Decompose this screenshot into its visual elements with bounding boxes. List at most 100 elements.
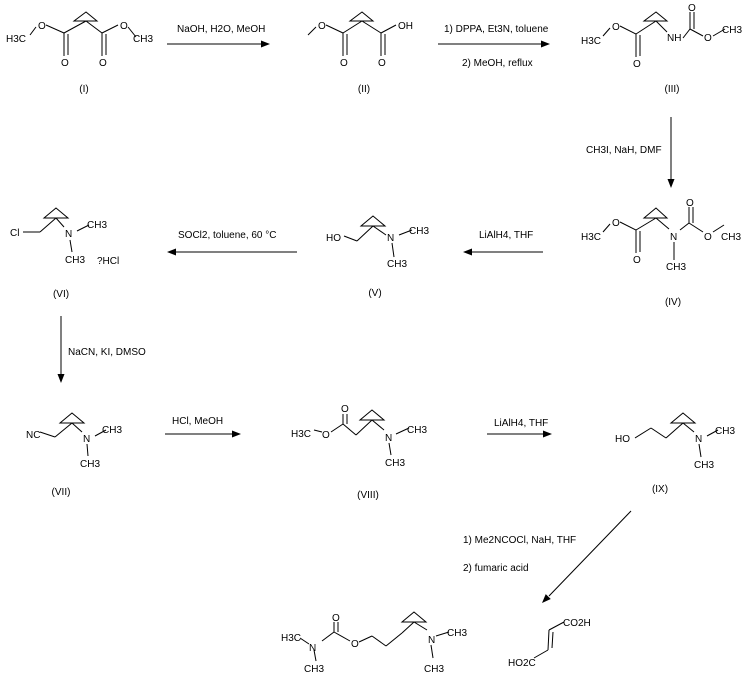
atom-cl: Cl: [10, 228, 19, 239]
atom-ch3: CH3: [304, 664, 324, 675]
atom-nc: NC: [26, 430, 40, 441]
atom-o: O: [61, 58, 69, 69]
product-carbamate-bonds: [299, 611, 450, 662]
atom-n: N: [670, 232, 677, 243]
reagent-text: 1) Me2NCOCl, NaH, THF: [463, 535, 576, 546]
compound-label: (IV): [665, 297, 681, 308]
arrow-step-6: NaCN, KI, DMSO: [57, 316, 146, 383]
atom-ch3: CH3: [102, 425, 122, 436]
atom-ch3: CH3: [722, 25, 742, 36]
atom-ho2c: HO2C: [508, 658, 536, 669]
compound-label: (IX): [652, 484, 668, 495]
atom-co2h: CO2H: [563, 618, 591, 629]
compound-II: O O O OH (II): [307, 11, 413, 95]
atom-o: O: [704, 33, 712, 44]
arrow-step-2: 1) DPPA, Et3N, toluene 2) MeOH, reflux: [438, 24, 550, 69]
compound-I-bonds: [29, 11, 137, 56]
atom-o: O: [341, 404, 349, 415]
compound-label: (VI): [53, 289, 69, 300]
atom-ch3: CH3: [409, 226, 429, 237]
atom-ch3: CH3: [715, 426, 735, 437]
atom-o: O: [340, 58, 348, 69]
atom-n: N: [385, 433, 392, 444]
atom-o: O: [38, 21, 46, 32]
atom-o: O: [688, 3, 696, 14]
reagent-text: SOCl2, toluene, 60 °C: [178, 230, 277, 241]
salt-label: ?HCl: [97, 256, 119, 267]
compound-III: H3C O O NH O O CH3 (III): [581, 3, 742, 95]
atom-o: O: [322, 430, 330, 441]
atom-ch3: CH3: [694, 460, 714, 471]
reagent-text: HCl, MeOH: [172, 416, 223, 427]
atom-ch3: CH3: [387, 259, 407, 270]
compound-label: (VIII): [357, 490, 379, 501]
atom-ch3: CH3: [407, 425, 427, 436]
atom-n: N: [65, 229, 72, 240]
reagent-text: LiAlH4, THF: [479, 230, 533, 241]
compound-V-bonds: [343, 215, 413, 258]
atom-nh: NH: [667, 33, 681, 44]
atom-n: N: [428, 635, 435, 646]
atom-n: N: [387, 233, 394, 244]
compound-label: (I): [79, 84, 88, 95]
atom-o: O: [378, 58, 386, 69]
atom-o: O: [686, 198, 694, 209]
compound-III-bonds: [602, 11, 726, 57]
atom-ch3: CH3: [447, 628, 467, 639]
reagent-text: 2) MeOH, reflux: [462, 58, 533, 69]
arrow-step-7: HCl, MeOH: [165, 416, 241, 438]
atom-ch3: CH3: [424, 664, 444, 675]
compound-VI: Cl N CH3 CH3 ?HCl (VI): [10, 207, 119, 300]
atom-o: O: [99, 58, 107, 69]
compound-label: (V): [368, 288, 381, 299]
atom-o: O: [351, 639, 359, 650]
compound-IX: HO N CH3 CH3 (IX): [615, 412, 735, 495]
reagent-text: 2) fumaric acid: [463, 563, 529, 574]
atom-ch3: CH3: [721, 232, 741, 243]
compound-VII-bonds: [39, 412, 107, 457]
atom-ch3: CH3: [87, 220, 107, 231]
compound-VIII-bonds: [313, 409, 410, 456]
compound-VI-bonds: [23, 207, 90, 253]
atom-ch3: CH3: [80, 459, 100, 470]
atom-o: O: [332, 613, 340, 624]
compound-II-bonds: [307, 11, 397, 56]
arrow-step-4: LiAlH4, THF: [463, 230, 543, 256]
compound-VIII: H3C O O N CH3 CH3 (VIII): [291, 404, 427, 501]
atom-ch3: CH3: [666, 262, 686, 273]
atom-oh: OH: [398, 21, 413, 32]
product-fumaric-acid-bonds: [533, 621, 565, 659]
atom-ho: HO: [326, 233, 341, 244]
atom-o: O: [120, 21, 128, 32]
reagent-text: 1) DPPA, Et3N, toluene: [444, 24, 549, 35]
compound-IX-bonds: [634, 412, 719, 458]
atom-h3c: H3C: [581, 232, 601, 243]
atom-ch3: CH3: [385, 458, 405, 469]
product-carbamate: H3C N CH3 O O N CH3 CH3: [281, 611, 467, 675]
atom-ch3: CH3: [65, 255, 85, 266]
atom-o: O: [633, 255, 641, 266]
atom-h3c: H3C: [581, 36, 601, 47]
reagent-text: NaCN, KI, DMSO: [68, 347, 146, 358]
atom-ho: HO: [615, 434, 630, 445]
reagent-text: LiAlH4, THF: [494, 418, 548, 429]
compound-label: (VII): [52, 487, 71, 498]
atom-o: O: [318, 21, 326, 32]
product-fumaric-acid: CO2H HO2C: [508, 618, 591, 669]
compound-label: (II): [358, 84, 370, 95]
atom-ch3: CH3: [133, 34, 153, 45]
atom-h3c: H3C: [6, 34, 26, 45]
compound-IV-bonds: [602, 207, 725, 260]
atom-o: O: [612, 22, 620, 33]
compound-I: H3C O O O O CH3 (I): [6, 11, 153, 95]
reagent-text: NaOH, H2O, MeOH: [177, 24, 265, 35]
arrow-step-9: 1) Me2NCOCl, NaH, THF 2) fumaric acid: [463, 510, 632, 606]
reagent-text: CH3I, NaH, DMF: [586, 145, 662, 156]
compound-V: HO N CH3 CH3 (V): [326, 215, 429, 299]
arrow-step-1: NaOH, H2O, MeOH: [167, 24, 270, 48]
atom-n: N: [695, 434, 702, 445]
atom-h3c: H3C: [291, 429, 311, 440]
compound-label: (III): [665, 84, 680, 95]
arrow-step-3: CH3I, NaH, DMF: [586, 117, 675, 188]
